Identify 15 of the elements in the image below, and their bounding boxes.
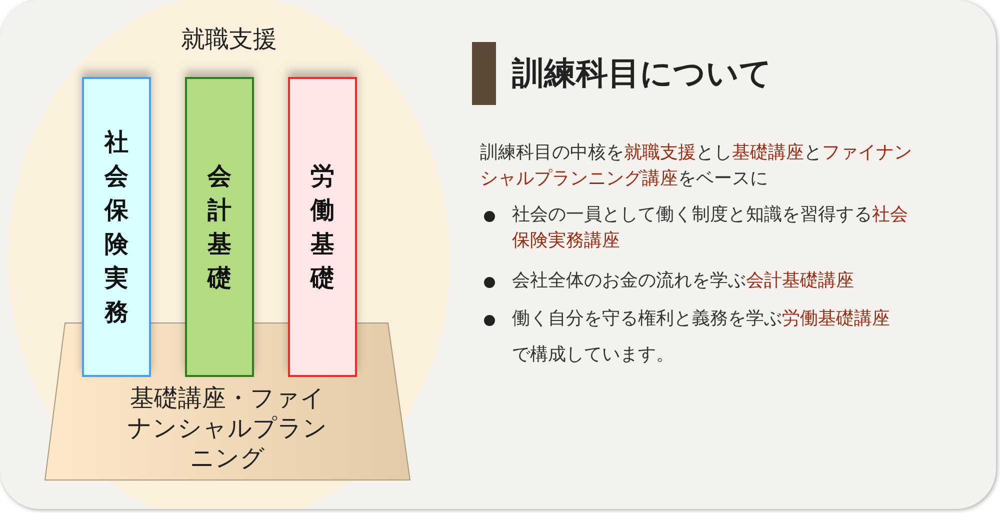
pillar-label: 労働基礎 [310,161,336,294]
closing-text: で構成しています。 [512,343,675,367]
bullet-text: 働く自分を守る権利と義務を学ぶ労働基礎講座 [512,307,891,331]
pillar-label: 社会保険実務 [104,127,130,328]
pillar-box [185,77,254,377]
pillar-box [288,77,357,377]
heading: 訓練科目について [512,53,772,94]
pillar-label: 会計基礎 [206,161,232,294]
bullet-text: 会社全体のお金の流れを学ぶ会計基礎講座 [512,269,855,293]
intro-paragraph: 訓練科目の中核を就職支援とし基礎講座とファイナンシャルプランニング講座をベースに [480,141,913,191]
bullet-text: 社会の一員として働く制度と知識を習得する社会保険実務講座 [512,203,909,253]
ellipse-area [8,0,450,509]
pillar-box [82,77,151,377]
base-label: 基礎講座・ファイナンシャルプランニング [128,383,328,473]
area-label: 就職支援 [181,24,277,54]
